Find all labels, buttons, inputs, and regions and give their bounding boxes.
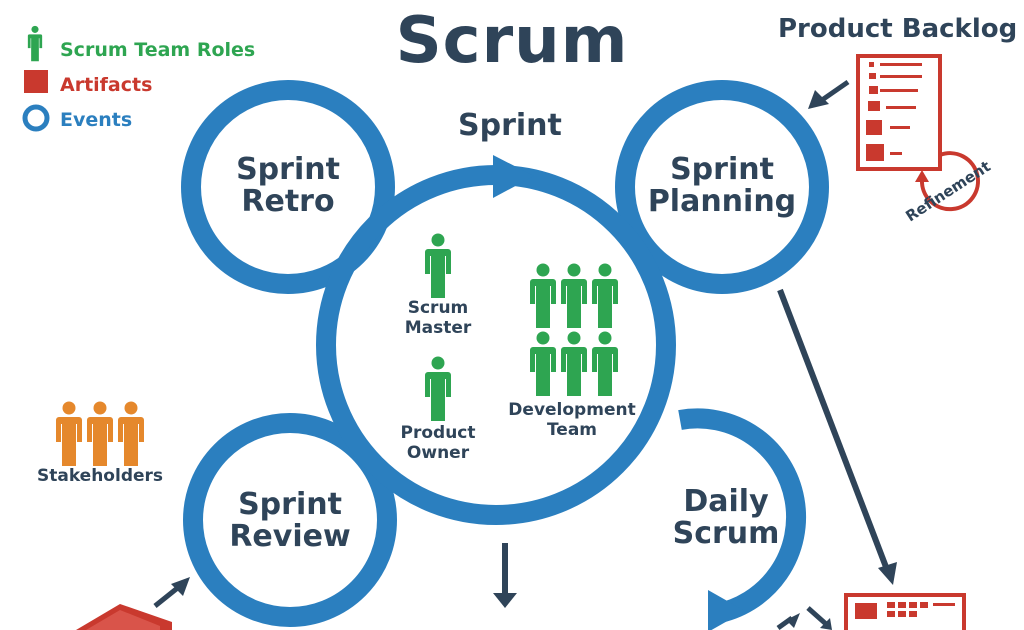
sprint-label: Sprint xyxy=(458,108,562,143)
product-backlog-icon xyxy=(856,54,942,171)
stakeholders-figures xyxy=(56,401,144,466)
sprint-planning-ring xyxy=(615,80,829,294)
sprint-review-label: Sprint Review xyxy=(229,487,351,554)
legend-artifacts: Artifacts xyxy=(22,67,255,102)
legend-events-label: Events xyxy=(60,108,133,131)
legend-events: Events xyxy=(22,102,255,137)
daily-scrum-arrow xyxy=(708,590,745,630)
development-team-figures xyxy=(530,263,618,396)
sprint-retro-ring xyxy=(181,80,395,294)
review-arrow xyxy=(153,577,190,608)
legend-event-icon xyxy=(22,104,50,132)
stakeholders-label: Stakeholders xyxy=(36,466,164,486)
down-arrow xyxy=(493,543,517,608)
sprint-review-ring xyxy=(183,413,397,627)
product-backlog-title: Product Backlog xyxy=(778,14,1018,44)
sprint-cycle-ring xyxy=(316,165,676,525)
legend-roles: Scrum Team Roles xyxy=(22,32,255,67)
product-owner-figure xyxy=(425,356,451,421)
page-title: Scrum xyxy=(395,4,629,78)
daily-scrum-label: Daily Scrum xyxy=(672,484,780,551)
daily-scrum-ring xyxy=(678,408,807,624)
sprint-backlog-icon xyxy=(844,593,966,630)
legend-artifacts-label: Artifacts xyxy=(60,73,153,96)
development-team-label: Development Team xyxy=(508,400,636,440)
sprint-planning-label: Sprint Planning xyxy=(647,152,797,219)
legend: Scrum Team Roles Artifacts Events xyxy=(22,32,255,137)
refinement-loop-icon xyxy=(915,151,980,212)
legend-artifact-icon xyxy=(24,70,48,93)
product-owner-label: Product Owner xyxy=(400,423,476,463)
scrum-master-figure xyxy=(425,233,451,298)
sprint-retro-label: Sprint Retro xyxy=(236,152,340,219)
scrum-master-label: Scrum Master xyxy=(404,298,472,338)
legend-roles-label: Scrum Team Roles xyxy=(60,38,256,61)
daily-arrows xyxy=(776,606,832,630)
increment-icon xyxy=(76,604,172,630)
backlog-arrow xyxy=(808,79,850,109)
sprint-cycle-arrow xyxy=(493,155,534,198)
sprint-backlog-arrow xyxy=(777,288,897,585)
